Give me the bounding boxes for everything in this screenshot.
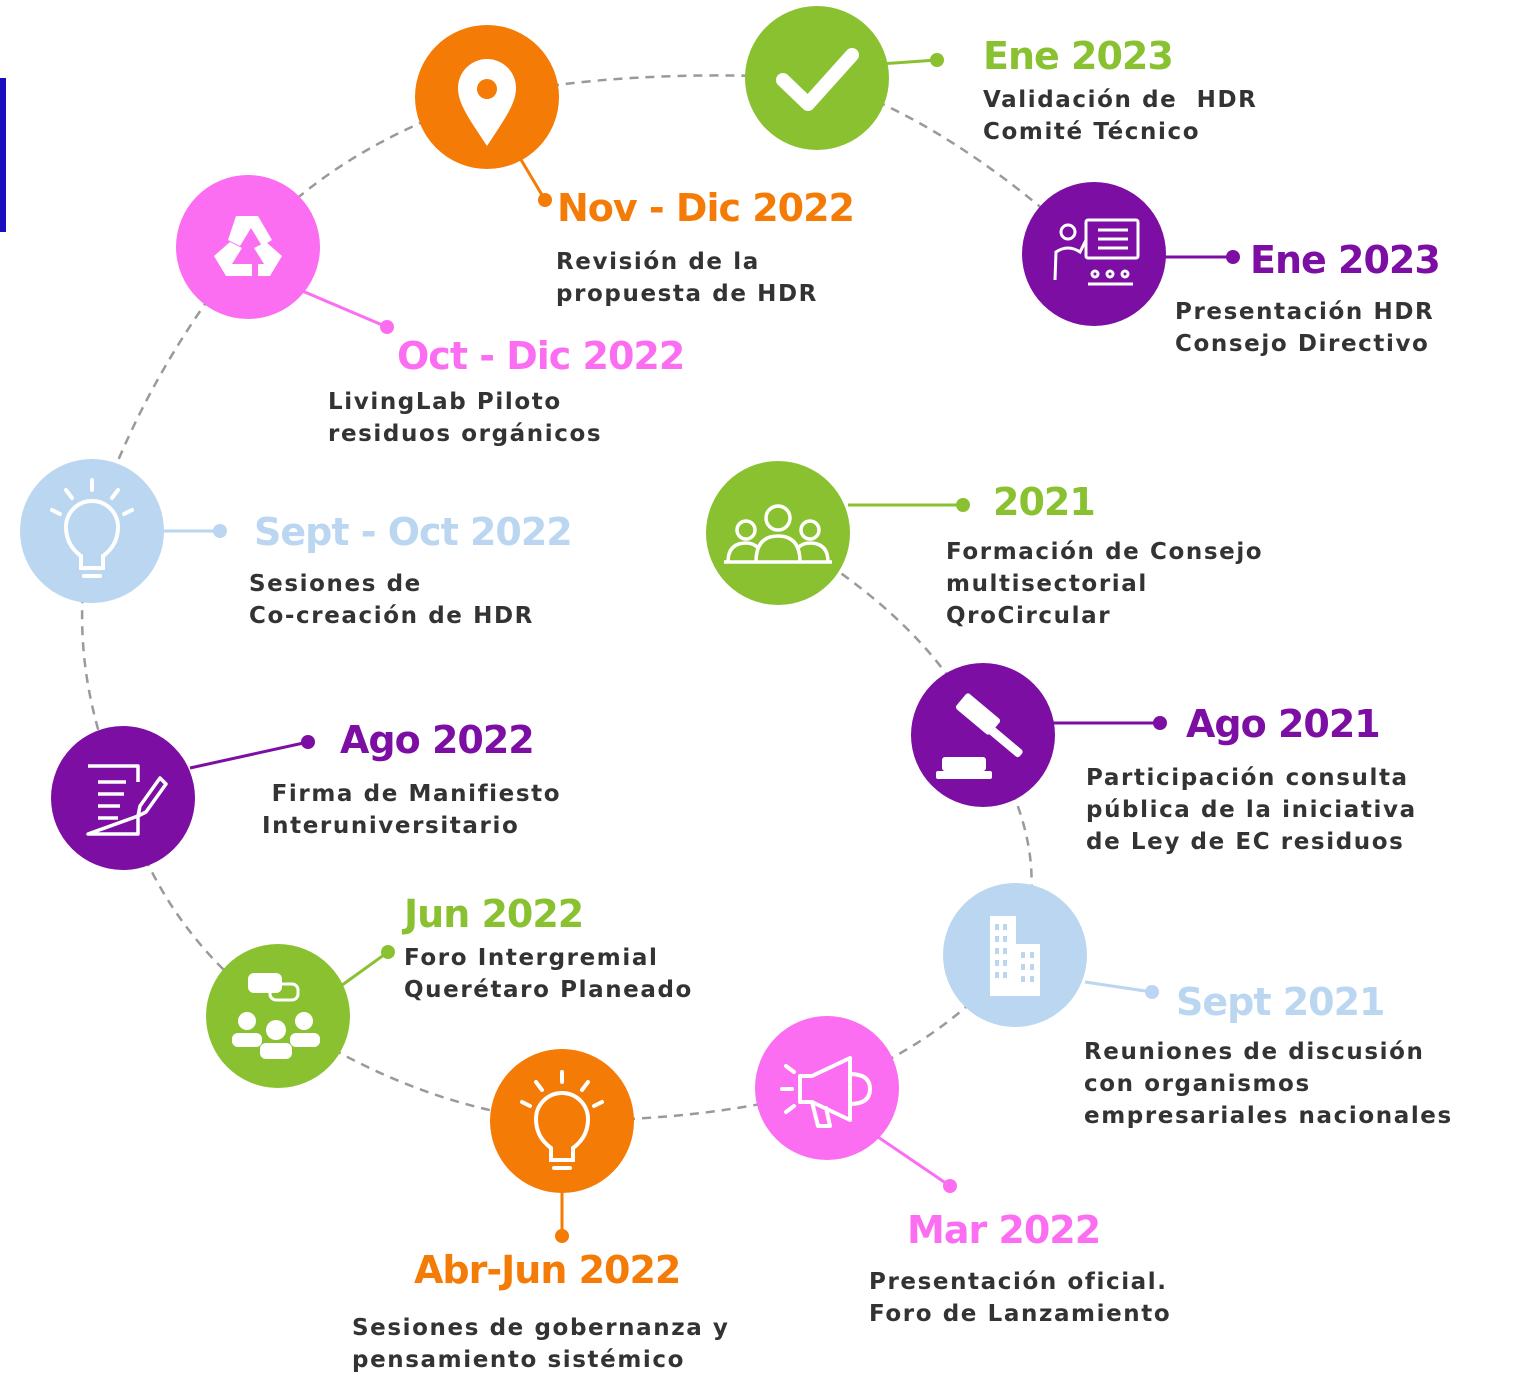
- lightbulb-icon: [520, 1070, 604, 1170]
- milestone-label-4: Sept - Oct 2022: [254, 510, 573, 554]
- buildings-icon: [990, 916, 1040, 996]
- milestone-node-ene-2023-validacion: [745, 6, 889, 150]
- milestone-description: Sesiones de Co-creación de HDR: [249, 571, 534, 629]
- milestone-date: Ago 2022: [340, 718, 535, 762]
- milestone-description: Firma de Manifiesto Interuniversitario: [262, 781, 562, 839]
- milestone-date: 2021: [993, 480, 1096, 524]
- milestone-description-block-11: Formación de Consejo multisectorial QroC…: [946, 530, 1263, 632]
- milestone-description: Revisión de la propuesta de HDR: [556, 249, 818, 307]
- milestone-label-2: Nov - Dic 2022: [557, 186, 855, 230]
- milestone-description-block-7: Sesiones de gobernanza y pensamiento sis…: [352, 1306, 730, 1376]
- milestone-description-block-10: Participación consulta pública de la ini…: [1086, 756, 1417, 858]
- people-group-icon: [724, 504, 832, 564]
- presentation-icon: [1053, 218, 1140, 286]
- milestone-description-block-2: Revisión de la propuesta de HDR: [556, 240, 818, 310]
- milestone-description: Presentación HDR Consejo Directivo: [1175, 299, 1435, 357]
- milestone-label-3: Oct - Dic 2022: [397, 334, 685, 378]
- milestone-label-8: Mar 2022: [907, 1208, 1101, 1252]
- megaphone-icon: [780, 1056, 872, 1128]
- location-pin-icon: [458, 59, 516, 146]
- milestone-node-abr-jun-2022: [490, 1049, 634, 1193]
- left-edge-bar: [0, 78, 6, 232]
- milestone-node-ago-2022: [51, 726, 195, 870]
- milestone-date: Abr-Jun 2022: [414, 1248, 681, 1292]
- milestone-date: Sept 2021: [1176, 980, 1385, 1024]
- milestone-label-5: Ago 2022: [340, 718, 535, 762]
- milestone-description-block-5: Firma de Manifiesto Interuniversitario: [262, 772, 561, 842]
- milestone-label-10: Ago 2021: [1186, 702, 1381, 746]
- milestone-date: Sept - Oct 2022: [254, 510, 573, 554]
- milestone-label-7: Abr-Jun 2022: [414, 1248, 681, 1292]
- document-sign-icon: [86, 764, 168, 836]
- milestone-node-ago-2021: [911, 663, 1055, 807]
- milestone-label-0: Ene 2023 Validación de HDR Comité Técnic…: [983, 34, 1257, 148]
- milestone-node-oct-dic-2022: [176, 175, 320, 319]
- milestone-date: Ago 2021: [1186, 702, 1381, 746]
- milestone-node-mar-2022: [755, 1016, 899, 1160]
- recycle-icon: [214, 216, 282, 276]
- milestone-date: Ene 2023: [983, 34, 1174, 78]
- milestone-label-11: 2021: [993, 480, 1096, 524]
- connectors: [162, 58, 1233, 1236]
- milestone-node-sept-2021: [943, 883, 1087, 1027]
- milestone-description: Reuniones de discusión con organismos em…: [1084, 1039, 1453, 1129]
- milestone-description-block-3: LivingLab Piloto residuos orgánicos: [328, 380, 602, 450]
- milestone-description: Sesiones de gobernanza y pensamiento sis…: [352, 1315, 730, 1373]
- milestone-date: Nov - Dic 2022: [557, 186, 855, 230]
- connector-dots: [213, 53, 1240, 1243]
- milestone-node-sept-oct-2022: [20, 459, 164, 603]
- milestone-description-block-9: Reuniones de discusión con organismos em…: [1084, 1030, 1453, 1132]
- milestone-node-nov-dic-2022: [415, 25, 559, 169]
- milestone-description: Participación consulta pública de la ini…: [1086, 765, 1417, 855]
- milestone-description: Validación de HDR Comité Técnico: [983, 87, 1258, 145]
- milestone-description-block-4: Sesiones de Co-creación de HDR: [249, 562, 534, 632]
- milestone-description: LivingLab Piloto residuos orgánicos: [328, 389, 603, 447]
- milestone-date: Jun 2022: [404, 892, 584, 936]
- milestone-node-ene-2023-presentacion: [1022, 182, 1166, 326]
- gavel-icon: [936, 693, 1023, 779]
- milestone-description: Foro Intergremial Querétaro Planeado: [404, 945, 693, 1003]
- milestone-node-2021: [706, 461, 850, 605]
- milestone-description: Formación de Consejo multisectorial QroC…: [946, 539, 1264, 629]
- group-chat-icon: [232, 973, 320, 1059]
- milestone-date: Ene 2023: [1250, 238, 1441, 282]
- milestone-label-6: Jun 2022 Foro Intergremial Querétaro Pla…: [404, 892, 693, 1006]
- milestone-label-1: Ene 2023: [1250, 238, 1441, 282]
- lightbulb-icon: [50, 478, 134, 578]
- milestone-date: Oct - Dic 2022: [397, 334, 685, 378]
- milestone-description-block-8: Presentación oficial. Foro de Lanzamient…: [869, 1260, 1171, 1330]
- milestone-description: Presentación oficial. Foro de Lanzamient…: [869, 1269, 1172, 1327]
- check-icon: [776, 48, 859, 111]
- milestone-date: Mar 2022: [907, 1208, 1101, 1252]
- milestone-node-jun-2022: [206, 944, 350, 1088]
- milestone-description-block-1: Presentación HDR Consejo Directivo: [1175, 290, 1434, 360]
- milestone-label-9: Sept 2021: [1176, 980, 1385, 1024]
